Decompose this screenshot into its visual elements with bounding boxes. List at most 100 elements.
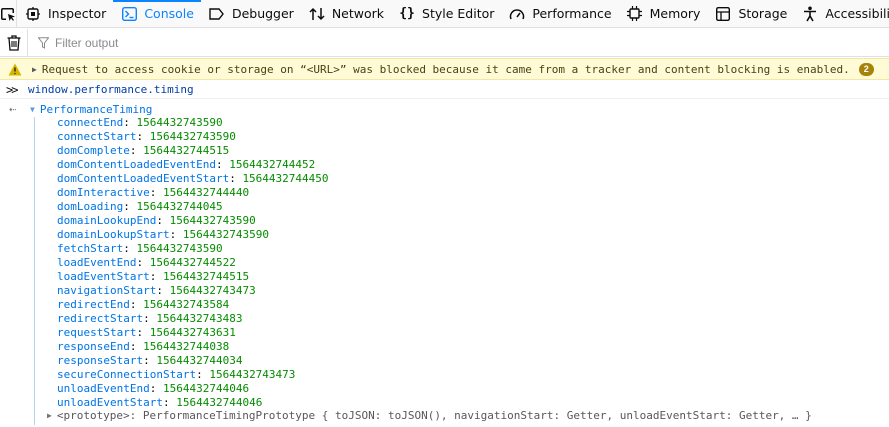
property-value: 1564432744046: [176, 396, 263, 409]
memory-icon: [627, 6, 643, 22]
storage-icon: [715, 6, 731, 22]
object-tree-header[interactable]: ▼ PerformanceTiming: [30, 103, 152, 116]
inspector-icon: [25, 6, 41, 22]
tab-inspector[interactable]: Inspector: [17, 0, 113, 27]
console-result: ⇠ ▼ PerformanceTiming connectEnd: 156443…: [0, 100, 889, 427]
property-row[interactable]: responseEnd: 1564432744038: [57, 340, 329, 354]
property-name: domContentLoadedEventStart: [57, 172, 230, 185]
expand-arrow-icon[interactable]: ▶: [47, 411, 52, 420]
style-editor-icon: {}: [399, 6, 415, 21]
tab-debugger[interactable]: Debugger: [201, 0, 301, 27]
property-row[interactable]: redirectEnd: 1564432743584: [57, 298, 329, 312]
property-row[interactable]: requestStart: 1564432743631: [57, 326, 329, 340]
clear-console-button[interactable]: [0, 28, 28, 57]
property-row[interactable]: navigationStart: 1564432743473: [57, 284, 329, 298]
property-separator: :: [143, 354, 157, 367]
tab-network[interactable]: Network: [301, 0, 391, 27]
tab-label: Network: [331, 6, 385, 21]
property-name: unloadEventEnd: [57, 382, 150, 395]
tab-label: Storage: [738, 6, 788, 21]
property-name: requestStart: [57, 326, 137, 339]
filter-output-input[interactable]: [55, 35, 355, 50]
property-row[interactable]: domLoading: 1564432744045: [57, 200, 329, 214]
property-value: 1564432743590: [169, 214, 256, 227]
property-row[interactable]: unloadEventStart: 1564432744046: [57, 396, 329, 410]
property-name: fetchStart: [57, 242, 124, 255]
property-row[interactable]: domComplete: 1564432744515: [57, 144, 329, 158]
property-row[interactable]: connectEnd: 1564432743590: [57, 116, 329, 130]
tab-label: Console: [144, 6, 194, 21]
property-row[interactable]: redirectStart: 1564432743483: [57, 312, 329, 326]
property-name: responseStart: [57, 354, 144, 367]
tab-label: Accessibility: [825, 6, 889, 21]
property-row[interactable]: connectStart: 1564432743590: [57, 130, 329, 144]
console-filter-bar: [0, 28, 889, 57]
property-row[interactable]: domainLookupStart: 1564432743590: [57, 228, 329, 242]
property-name: responseEnd: [57, 340, 130, 353]
tab-style-editor[interactable]: {} Style Editor: [391, 0, 501, 27]
tab-label: Debugger: [231, 6, 294, 21]
property-value: 1564432744515: [162, 270, 250, 283]
property-value: 1564432744450: [242, 172, 329, 185]
property-separator: :: [162, 396, 177, 409]
property-name: navigationStart: [57, 284, 157, 297]
property-value: 1564432744038: [143, 340, 230, 353]
property-row[interactable]: domContentLoadedEventStart: 156443274445…: [57, 172, 329, 186]
filter-wrapper: [28, 35, 889, 50]
tab-label: Style Editor: [422, 6, 495, 21]
property-row[interactable]: secureConnectionStart: 1564432743473: [57, 368, 329, 382]
console-icon: [121, 6, 137, 22]
property-separator: :: [156, 214, 170, 227]
property-separator: :: [149, 270, 163, 283]
property-row[interactable]: loadEventEnd: 1564432744522: [57, 256, 329, 270]
prototype-row[interactable]: ▶ <prototype>: PerformanceTimingPrototyp…: [47, 409, 812, 422]
command-text: window.performance.timing: [28, 83, 194, 96]
warning-icon: [8, 63, 24, 76]
expand-arrow-icon[interactable]: ▶: [32, 64, 37, 74]
tab-label: Inspector: [48, 6, 107, 21]
property-separator: :: [149, 186, 163, 199]
property-row[interactable]: domContentLoadedEventEnd: 1564432744452: [57, 158, 329, 172]
property-row[interactable]: domainLookupEnd: 1564432743590: [57, 214, 329, 228]
property-separator: :: [215, 158, 230, 171]
property-value: 1564432744452: [229, 158, 316, 171]
property-value: 1564432744046: [162, 382, 250, 395]
console-warning-message[interactable]: ▶ Request to access cookie or storage on…: [0, 58, 889, 80]
property-value: 1564432743590: [136, 242, 223, 255]
property-value: 1564432743473: [169, 284, 256, 297]
prototype-text: <prototype>: PerformanceTimingPrototype …: [56, 409, 812, 422]
console-command-row: >> window.performance.timing: [0, 81, 889, 99]
property-value: 1564432743473: [209, 368, 296, 381]
property-row[interactable]: unloadEventEnd: 1564432744046: [57, 382, 329, 396]
element-picker-button[interactable]: [0, 0, 17, 27]
performance-icon: [509, 6, 525, 22]
tab-performance[interactable]: Performance: [501, 0, 618, 27]
property-separator: :: [229, 172, 243, 185]
property-value: 1564432743590: [149, 130, 236, 143]
property-value: 1564432744034: [156, 354, 243, 367]
property-name: unloadEventStart: [57, 396, 163, 409]
tab-memory[interactable]: Memory: [619, 0, 708, 27]
property-separator: :: [156, 284, 170, 297]
repeat-count-badge: 2: [858, 62, 874, 76]
tab-accessibility[interactable]: Accessibility: [794, 0, 889, 27]
object-name: PerformanceTiming: [39, 103, 153, 116]
devtools-toolbar: Inspector Console Debugger Network {} St…: [0, 0, 889, 28]
property-name: domLoading: [57, 200, 124, 213]
debugger-icon: [209, 6, 225, 22]
property-row[interactable]: fetchStart: 1564432743590: [57, 242, 329, 256]
property-separator: :: [196, 368, 210, 381]
collapse-arrow-icon[interactable]: ▼: [30, 105, 35, 114]
network-icon: [309, 6, 325, 22]
property-row[interactable]: responseStart: 1564432744034: [57, 354, 329, 368]
tab-label: Performance: [532, 6, 612, 21]
tree-guide-line: [34, 117, 35, 425]
tab-storage[interactable]: Storage: [707, 0, 794, 27]
property-value: 1564432744440: [162, 186, 250, 199]
tab-console[interactable]: Console: [113, 0, 201, 27]
property-name: redirectEnd: [57, 298, 130, 311]
property-row[interactable]: domInteractive: 1564432744440: [57, 186, 329, 200]
element-picker-icon: [1, 7, 15, 21]
property-row[interactable]: loadEventStart: 1564432744515: [57, 270, 329, 284]
property-value: 1564432743590: [136, 116, 223, 129]
